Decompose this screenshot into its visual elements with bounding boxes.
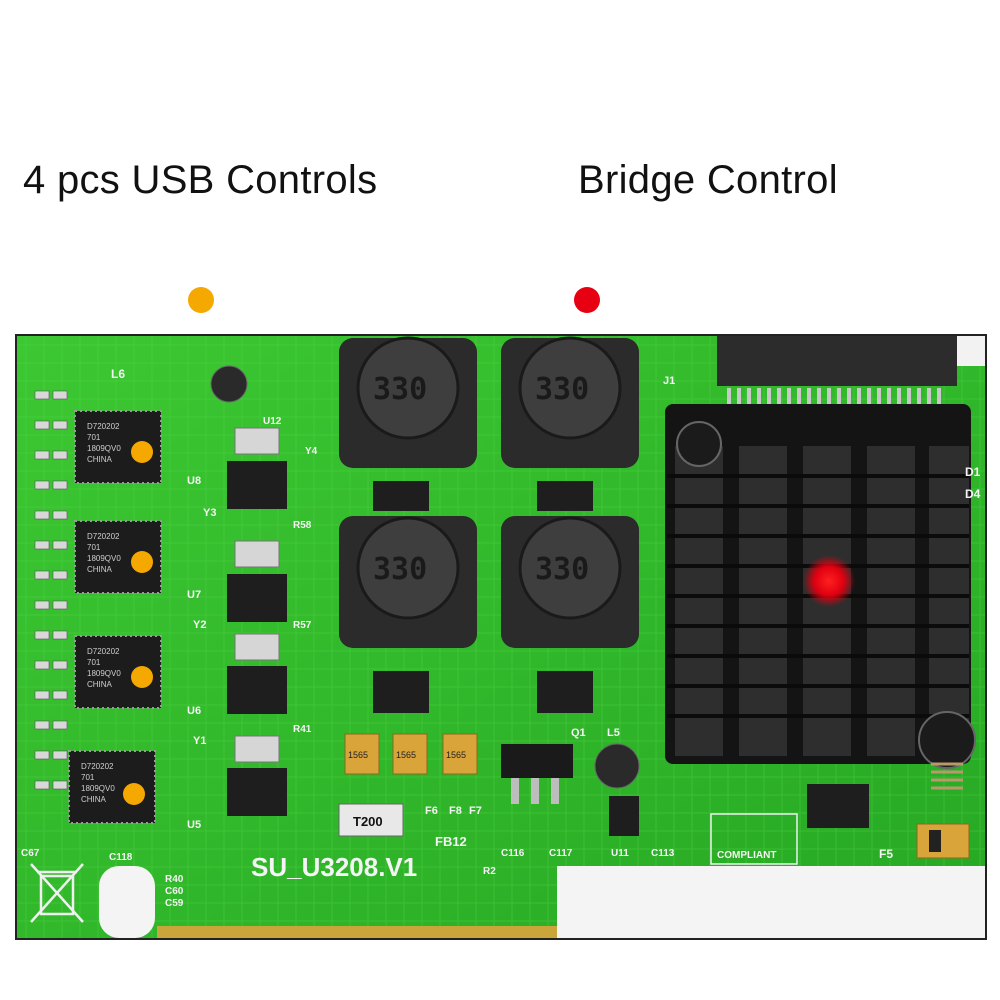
left-passives	[34, 390, 68, 790]
svg-text:FB12: FB12	[435, 834, 467, 849]
svg-text:330: 330	[535, 372, 589, 407]
svg-text:C116: C116	[501, 848, 525, 859]
svg-text:C60: C60	[165, 886, 184, 897]
svg-text:F8: F8	[449, 805, 462, 817]
svg-text:L6: L6	[111, 367, 125, 381]
svg-text:1809QV0: 1809QV0	[87, 554, 121, 563]
svg-text:D4: D4	[965, 487, 981, 501]
bridge-marker-dot	[574, 287, 600, 313]
bridge-control-label: Bridge Control	[578, 158, 838, 202]
svg-text:1809QV0: 1809QV0	[87, 444, 121, 453]
pcb-photo: D720202 701 1809QV0 CHINA D720202 701 18…	[15, 334, 987, 940]
tantalum-caps: 1565 1565 1565	[344, 733, 478, 775]
svg-text:701: 701	[87, 658, 101, 667]
svg-text:R40: R40	[165, 874, 184, 885]
inductor-1: 330	[339, 336, 477, 468]
svg-text:F7: F7	[469, 805, 482, 817]
svg-text:J1: J1	[663, 375, 675, 387]
inductor-3: 330	[339, 516, 477, 648]
svg-text:1565: 1565	[348, 750, 368, 760]
svg-text:R58: R58	[293, 520, 312, 531]
svg-text:1809QV0: 1809QV0	[87, 669, 121, 678]
svg-text:701: 701	[87, 543, 101, 552]
inductor-4: 330	[501, 516, 639, 648]
svg-text:330: 330	[373, 372, 427, 407]
svg-text:Y2: Y2	[193, 619, 206, 631]
svg-text:F5: F5	[879, 847, 893, 861]
svg-text:C67: C67	[21, 848, 40, 859]
svg-text:D1: D1	[965, 465, 981, 479]
svg-text:D720202: D720202	[87, 422, 120, 431]
svg-text:U12: U12	[263, 416, 282, 427]
svg-text:CHINA: CHINA	[87, 455, 113, 464]
svg-text:U7: U7	[187, 589, 201, 601]
usb-chip-3-marker	[131, 666, 153, 688]
usb-chip-4-marker	[123, 783, 145, 805]
usb-chip-2-marker	[131, 551, 153, 573]
usb-chip-3: D720202 701 1809QV0 CHINA	[74, 635, 162, 709]
usb-marker-dot	[188, 287, 214, 313]
svg-text:R57: R57	[293, 620, 312, 631]
svg-text:U5: U5	[187, 819, 201, 831]
bridge-heatsink	[665, 404, 971, 764]
svg-text:R2: R2	[483, 866, 496, 877]
board-model-label: SU_U3208.V1	[251, 852, 417, 882]
svg-text:CHINA: CHINA	[87, 565, 113, 574]
svg-text:330: 330	[535, 552, 589, 587]
svg-text:Y1: Y1	[193, 735, 206, 747]
svg-text:U11: U11	[611, 848, 629, 859]
svg-text:1809QV0: 1809QV0	[81, 784, 115, 793]
svg-text:D720202: D720202	[87, 532, 120, 541]
svg-text:C113: C113	[651, 848, 675, 859]
svg-text:F6: F6	[425, 805, 438, 817]
svg-text:CHINA: CHINA	[87, 680, 113, 689]
t200-marking: T200	[353, 814, 383, 829]
svg-text:D720202: D720202	[87, 647, 120, 656]
svg-text:L5: L5	[607, 727, 620, 739]
usb-controls-label: 4 pcs USB Controls	[23, 158, 378, 202]
weee-bin-icon	[30, 863, 84, 923]
svg-text:U8: U8	[187, 475, 201, 487]
svg-text:R41: R41	[293, 724, 312, 735]
inductor-2: 330	[501, 336, 639, 468]
svg-text:C117: C117	[549, 848, 573, 859]
svg-text:Y4: Y4	[305, 446, 318, 457]
crystals-column	[210, 365, 287, 816]
svg-text:C118: C118	[109, 852, 133, 863]
svg-text:Y3: Y3	[203, 507, 216, 519]
usb-chip-2: D720202 701 1809QV0 CHINA	[74, 520, 162, 594]
usb-chip-4: D720202 701 1809QV0 CHINA	[68, 750, 156, 824]
svg-text:C59: C59	[165, 898, 184, 909]
svg-text:CHINA: CHINA	[81, 795, 107, 804]
svg-text:Q1: Q1	[571, 727, 586, 739]
pcb-illustration: D720202 701 1809QV0 CHINA D720202 701 18…	[17, 336, 985, 938]
svg-text:D720202: D720202	[81, 762, 114, 771]
svg-text:701: 701	[81, 773, 95, 782]
svg-text:1565: 1565	[396, 750, 416, 760]
bridge-chip-marker	[803, 555, 855, 607]
compliant-label: COMPLIANT	[717, 850, 776, 861]
svg-text:701: 701	[87, 433, 101, 442]
svg-text:U6: U6	[187, 705, 201, 717]
usb-chip-1: D720202 701 1809QV0 CHINA	[74, 410, 162, 484]
usb-chip-1-marker	[131, 441, 153, 463]
svg-text:330: 330	[373, 552, 427, 587]
svg-text:1565: 1565	[446, 750, 466, 760]
